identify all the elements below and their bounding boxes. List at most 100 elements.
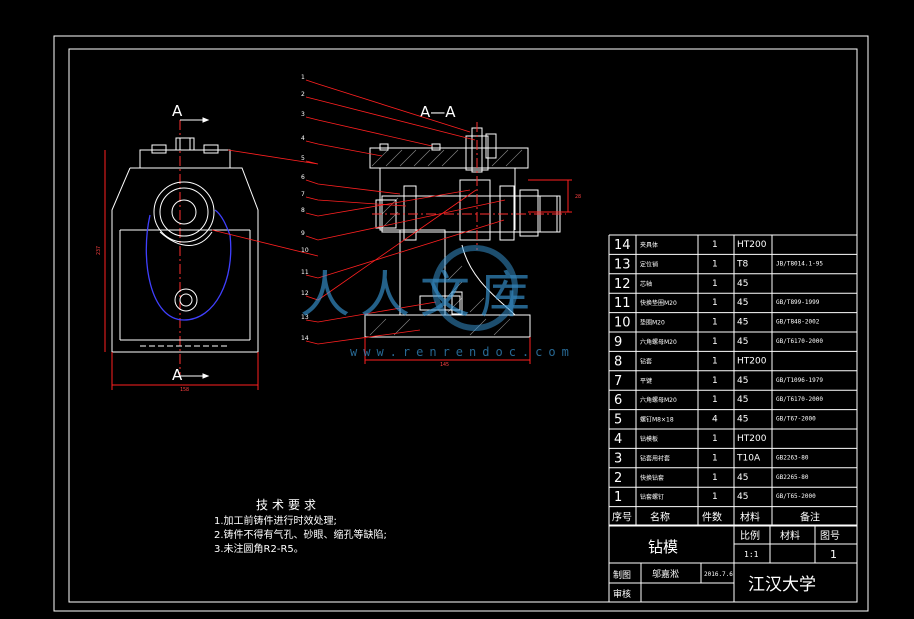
watermark-logo-ring <box>432 245 518 331</box>
balloon: 2 <box>301 91 305 98</box>
bom-cell-note: GB/T1096-1979 <box>776 377 823 384</box>
bom-cell-material: 45 <box>737 473 748 483</box>
balloon: 8 <box>301 207 305 214</box>
bom-cell-qty: 1 <box>712 298 718 308</box>
bom-cell-note: GB/T6170-2000 <box>776 396 823 403</box>
section-view <box>364 122 572 364</box>
bom-cell-note: GB/T848-2002 <box>776 319 820 326</box>
dim-width-right: 145 <box>440 362 449 368</box>
technical-requirements: 技术要求 1.加工前铸件进行时效处理; 2.铸件不得有气孔、砂眼、缩孔等缺陷; … <box>214 498 454 557</box>
bom-cell-qty: 1 <box>712 337 718 347</box>
bom-cell-material: 45 <box>737 492 748 502</box>
watermark: 人人文库 www.renrendoc.com <box>300 245 575 359</box>
bom-cell-material: 45 <box>737 376 748 386</box>
title-block-text: 钻模 比例 材料 图号 1:1 1 制图 邬嘉淞 2016.7.6 审核 江汉大… <box>613 529 840 600</box>
bom-cell-qty: 1 <box>712 453 718 463</box>
bom-cell-no: 12 <box>614 277 631 292</box>
outer-border <box>53 35 869 612</box>
bom-cell-no: 14 <box>614 238 631 253</box>
bom-cell-qty: 4 <box>712 415 718 425</box>
bom-header-name: 名称 <box>650 511 670 524</box>
bom-cell-qty: 1 <box>712 473 718 483</box>
balloon: 4 <box>301 135 305 142</box>
watermark-url: www.renrendoc.com <box>350 345 575 359</box>
drawn-by: 邬嘉淞 <box>652 568 679 580</box>
bom-cell-material: HT200 <box>737 356 767 366</box>
bom-cell-name: 钻套用衬套 <box>640 454 670 462</box>
balloon: 1 <box>301 74 305 81</box>
bom-cell-name: 钻套螺钉 <box>640 493 664 501</box>
balloon: 10 <box>301 247 309 254</box>
bom-cell-note: GB/T65-2000 <box>776 493 816 500</box>
bom-cell-note: GB2263-80 <box>776 454 809 461</box>
bom-cell-material: T10A <box>736 453 761 463</box>
bom-cell-qty: 1 <box>712 376 718 386</box>
bom-cell-no: 4 <box>614 432 622 447</box>
bom-cell-name: 六角螺母M20 <box>640 396 677 404</box>
balloon: 3 <box>301 111 305 118</box>
bom-cell-name: 芯轴 <box>640 280 652 288</box>
bom-cell-name: 快换垫圈M20 <box>640 299 677 307</box>
material-label: 材料 <box>780 529 800 542</box>
bom-cell-no: 2 <box>614 471 622 486</box>
bom-cell-no: 10 <box>614 316 631 331</box>
drawing-no-label: 图号 <box>820 530 840 542</box>
bom-header-no: 序号 <box>612 511 632 524</box>
draw-date: 2016.7.6 <box>704 571 733 578</box>
balloon-labels: 1 2 3 4 5 6 7 8 9 10 11 12 13 14 <box>301 74 309 342</box>
bom-cell-no: 6 <box>614 393 622 408</box>
bom-cell-name: 夹具体 <box>640 241 658 249</box>
bom-cell-name: 平键 <box>640 377 652 385</box>
dim-height-left: 237 <box>96 246 102 255</box>
bom-cell-note: GB/T67-2000 <box>776 416 816 423</box>
balloon: 6 <box>301 174 305 181</box>
bom-cell-qty: 1 <box>712 356 718 366</box>
bom-cell-qty: 1 <box>712 279 718 289</box>
bom-header-note: 备注 <box>800 511 820 524</box>
balloon: 7 <box>301 191 305 198</box>
check-label: 审核 <box>613 588 631 600</box>
bom-cell-name: 垫圈M20 <box>640 319 665 327</box>
tech-item: 3.未注圆角R2-R5。 <box>214 544 304 555</box>
bom-cell-material: 45 <box>737 318 748 328</box>
bom-cell-material: HT200 <box>737 434 767 444</box>
dim-gap-right: 28 <box>575 194 581 200</box>
bom-header-qty: 件数 <box>702 511 722 524</box>
dim-width-left: 158 <box>180 387 189 393</box>
bom-cell-note: JB/T8014.1-95 <box>776 260 823 267</box>
bom-cell-material: HT200 <box>737 240 767 250</box>
bom-cell-name: 六角螺母M20 <box>640 338 677 346</box>
tech-item: 1.加工前铸件进行时效处理; <box>214 516 337 527</box>
tech-title: 技术要求 <box>256 498 321 512</box>
drawn-label: 制图 <box>613 569 631 581</box>
balloon: 14 <box>301 335 309 342</box>
bom-cell-no: 8 <box>614 354 622 369</box>
bom-cell-note: GB2265-80 <box>776 474 809 481</box>
bom-cell-qty: 1 <box>712 492 718 502</box>
bom-cell-qty: 1 <box>712 318 718 328</box>
scale-label: 比例 <box>740 529 760 542</box>
section-label-left-top: A <box>172 102 183 120</box>
bom-cell-material: 45 <box>737 415 748 425</box>
sheet-no: 1 <box>830 548 837 561</box>
bom-cell-qty: 1 <box>712 259 718 269</box>
bom-cell-material: 45 <box>737 337 748 347</box>
leaders <box>211 79 506 345</box>
section-label-aa: A—A <box>420 103 456 121</box>
drawing-title: 钻模 <box>648 538 678 556</box>
bom-cell-material: 45 <box>737 279 748 289</box>
bom-cell-name: 快换钻套 <box>640 474 664 482</box>
school-name: 江汉大学 <box>748 575 816 595</box>
bom-cell-note: GB/T6170-2000 <box>776 338 823 345</box>
balloon: 11 <box>301 269 309 276</box>
balloon: 12 <box>301 290 309 297</box>
bom-cell-material: 45 <box>737 395 748 405</box>
bom-cell-no: 3 <box>614 451 622 466</box>
bom-cell-name: 定位销 <box>640 260 658 268</box>
tech-item: 2.铸件不得有气孔、砂眼、缩孔等缺陷; <box>214 530 387 541</box>
title-block <box>608 524 858 603</box>
bom-cell-material: 45 <box>737 298 748 308</box>
bom-cell-no: 13 <box>614 257 631 272</box>
